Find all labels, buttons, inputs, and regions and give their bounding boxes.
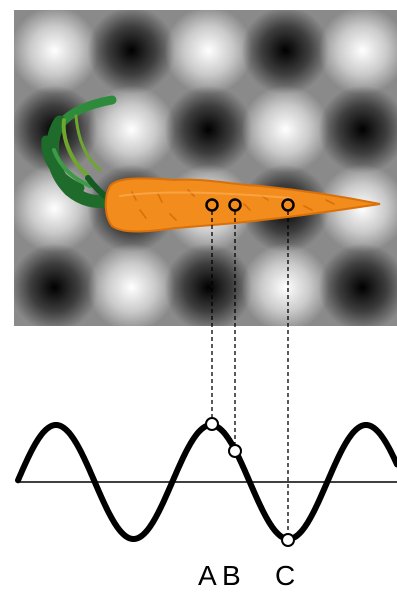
point-label-b: B: [222, 560, 241, 592]
dark-blob: [165, 244, 253, 332]
light-blob: [242, 86, 330, 174]
point-label-c: C: [275, 560, 296, 592]
gray-grating-image: [11, 7, 397, 332]
light-blob: [165, 7, 253, 95]
wave-marker-c: [282, 534, 294, 546]
dark-blob: [88, 7, 176, 95]
dark-blob: [165, 86, 253, 174]
wave-marker-b: [229, 445, 241, 457]
light-blob: [319, 7, 397, 95]
dark-blob: [319, 86, 397, 174]
point-label-a: A: [198, 560, 217, 592]
dark-blob: [11, 244, 99, 332]
grating-blobs: [11, 7, 397, 332]
dark-blob: [242, 7, 330, 95]
light-blob: [242, 244, 330, 332]
wave-marker-a: [206, 418, 218, 430]
light-blob: [88, 244, 176, 332]
dark-blob: [319, 244, 397, 332]
light-blob: [11, 7, 99, 95]
